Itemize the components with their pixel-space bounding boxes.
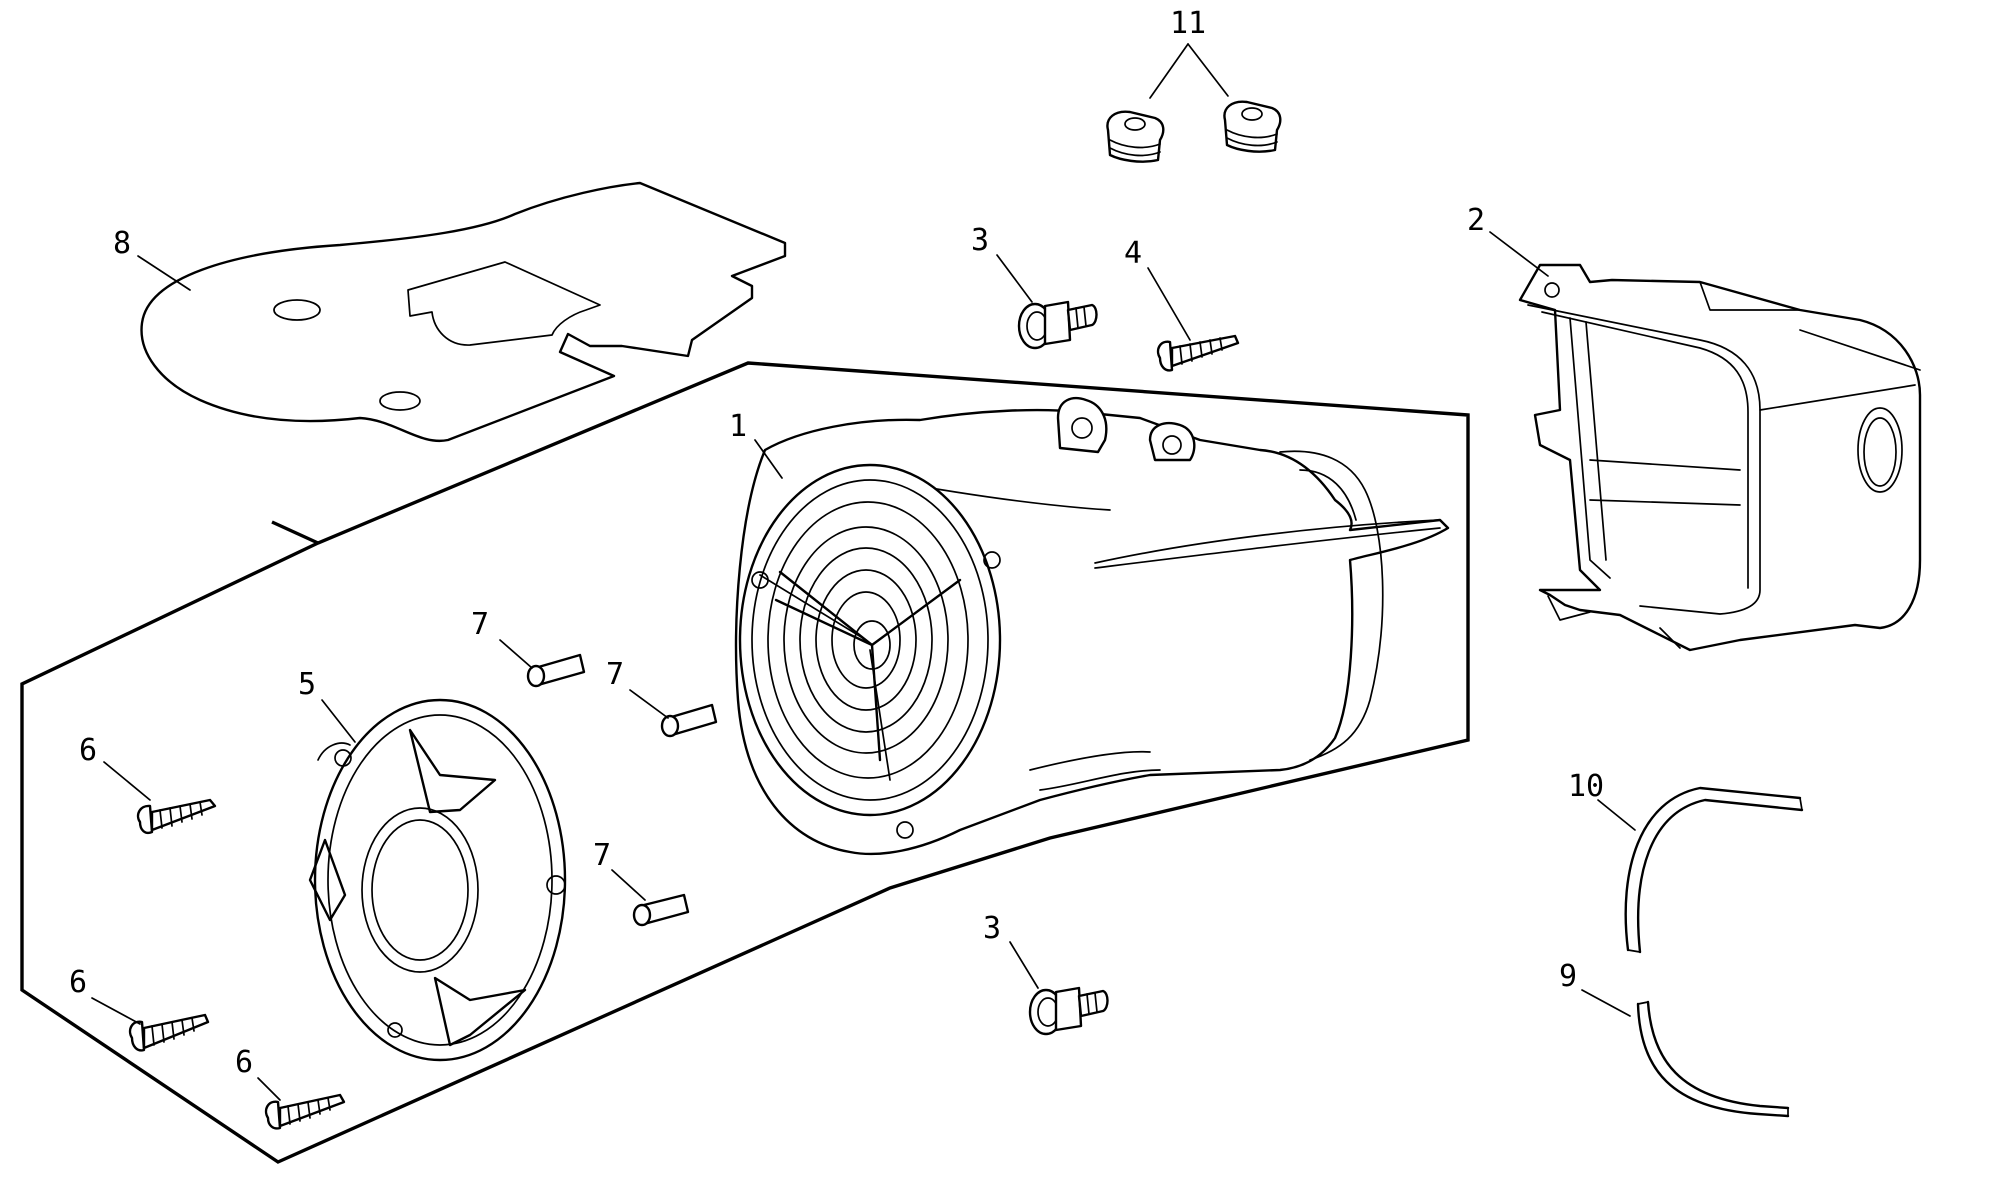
callout-10: 10 bbox=[1568, 769, 1604, 804]
callout-7-c: 7 bbox=[593, 838, 611, 873]
callout-7-a: 7 bbox=[471, 607, 489, 642]
callout-3-upper: 3 bbox=[971, 223, 989, 258]
callout-11: 11 bbox=[1170, 6, 1206, 41]
callout-7-b: 7 bbox=[606, 657, 624, 692]
rubber-grommets bbox=[1106, 100, 1282, 163]
leader-lines bbox=[91, 43, 1636, 1101]
callout-5: 5 bbox=[298, 667, 316, 702]
callout-labels: 11 8 3 4 2 1 7 7 5 6 7 6 6 3 10 9 bbox=[69, 6, 1604, 1080]
pin-2 bbox=[660, 703, 718, 738]
pin-3 bbox=[632, 893, 690, 927]
callout-1: 1 bbox=[729, 409, 747, 444]
callout-2: 2 bbox=[1467, 203, 1485, 238]
pin-1 bbox=[526, 653, 586, 688]
shroud-cover bbox=[1518, 263, 1922, 652]
callout-6-b: 6 bbox=[69, 965, 87, 1000]
screw bbox=[1156, 334, 1240, 372]
callout-9: 9 bbox=[1559, 959, 1577, 994]
callout-8: 8 bbox=[113, 226, 131, 261]
flange-bolt-lower bbox=[1028, 986, 1109, 1036]
frame-leader bbox=[271, 520, 319, 545]
tapping-screw-3 bbox=[264, 1093, 346, 1130]
seal-strip-lower bbox=[1636, 1000, 1790, 1118]
gasket-plate bbox=[140, 181, 787, 443]
callout-frame bbox=[20, 361, 1470, 1164]
tapping-screw-1 bbox=[136, 798, 217, 835]
callout-6-c: 6 bbox=[235, 1045, 253, 1080]
callout-6-a: 6 bbox=[79, 733, 97, 768]
seal-strip-upper bbox=[1624, 786, 1804, 954]
tapping-screw-2 bbox=[128, 1013, 210, 1052]
callout-3-lower: 3 bbox=[983, 911, 1001, 946]
flange-bolt-upper bbox=[1017, 300, 1098, 350]
cooling-shroud bbox=[734, 396, 1450, 856]
callout-4: 4 bbox=[1124, 236, 1142, 271]
fan-cover bbox=[308, 698, 567, 1062]
